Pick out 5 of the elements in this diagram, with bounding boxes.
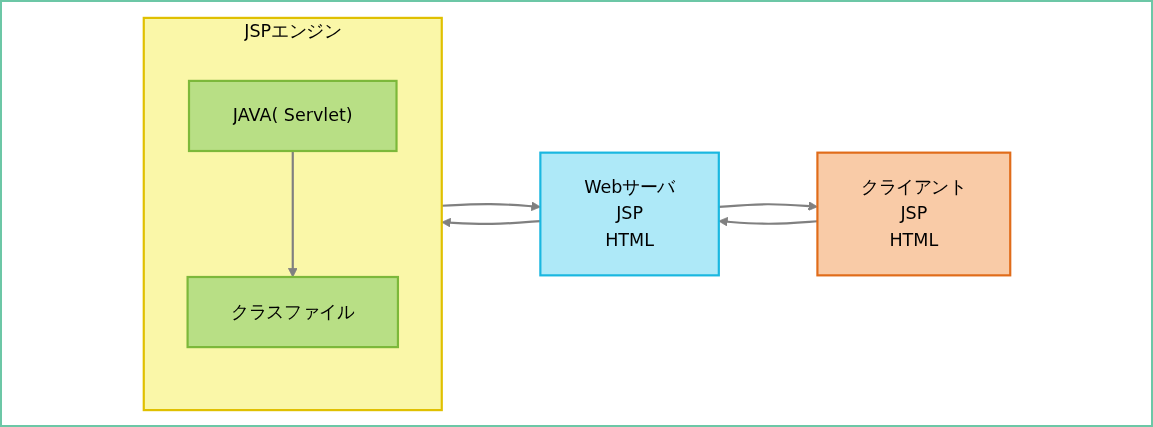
node-box: JAVA( Servlet) bbox=[187, 79, 398, 152]
node-box: Webサーバ JSP HTML bbox=[538, 151, 720, 276]
arrow bbox=[287, 150, 298, 277]
node-box: クライアント JSP HTML bbox=[815, 151, 1011, 276]
node-box: クラスファイル bbox=[186, 275, 399, 348]
